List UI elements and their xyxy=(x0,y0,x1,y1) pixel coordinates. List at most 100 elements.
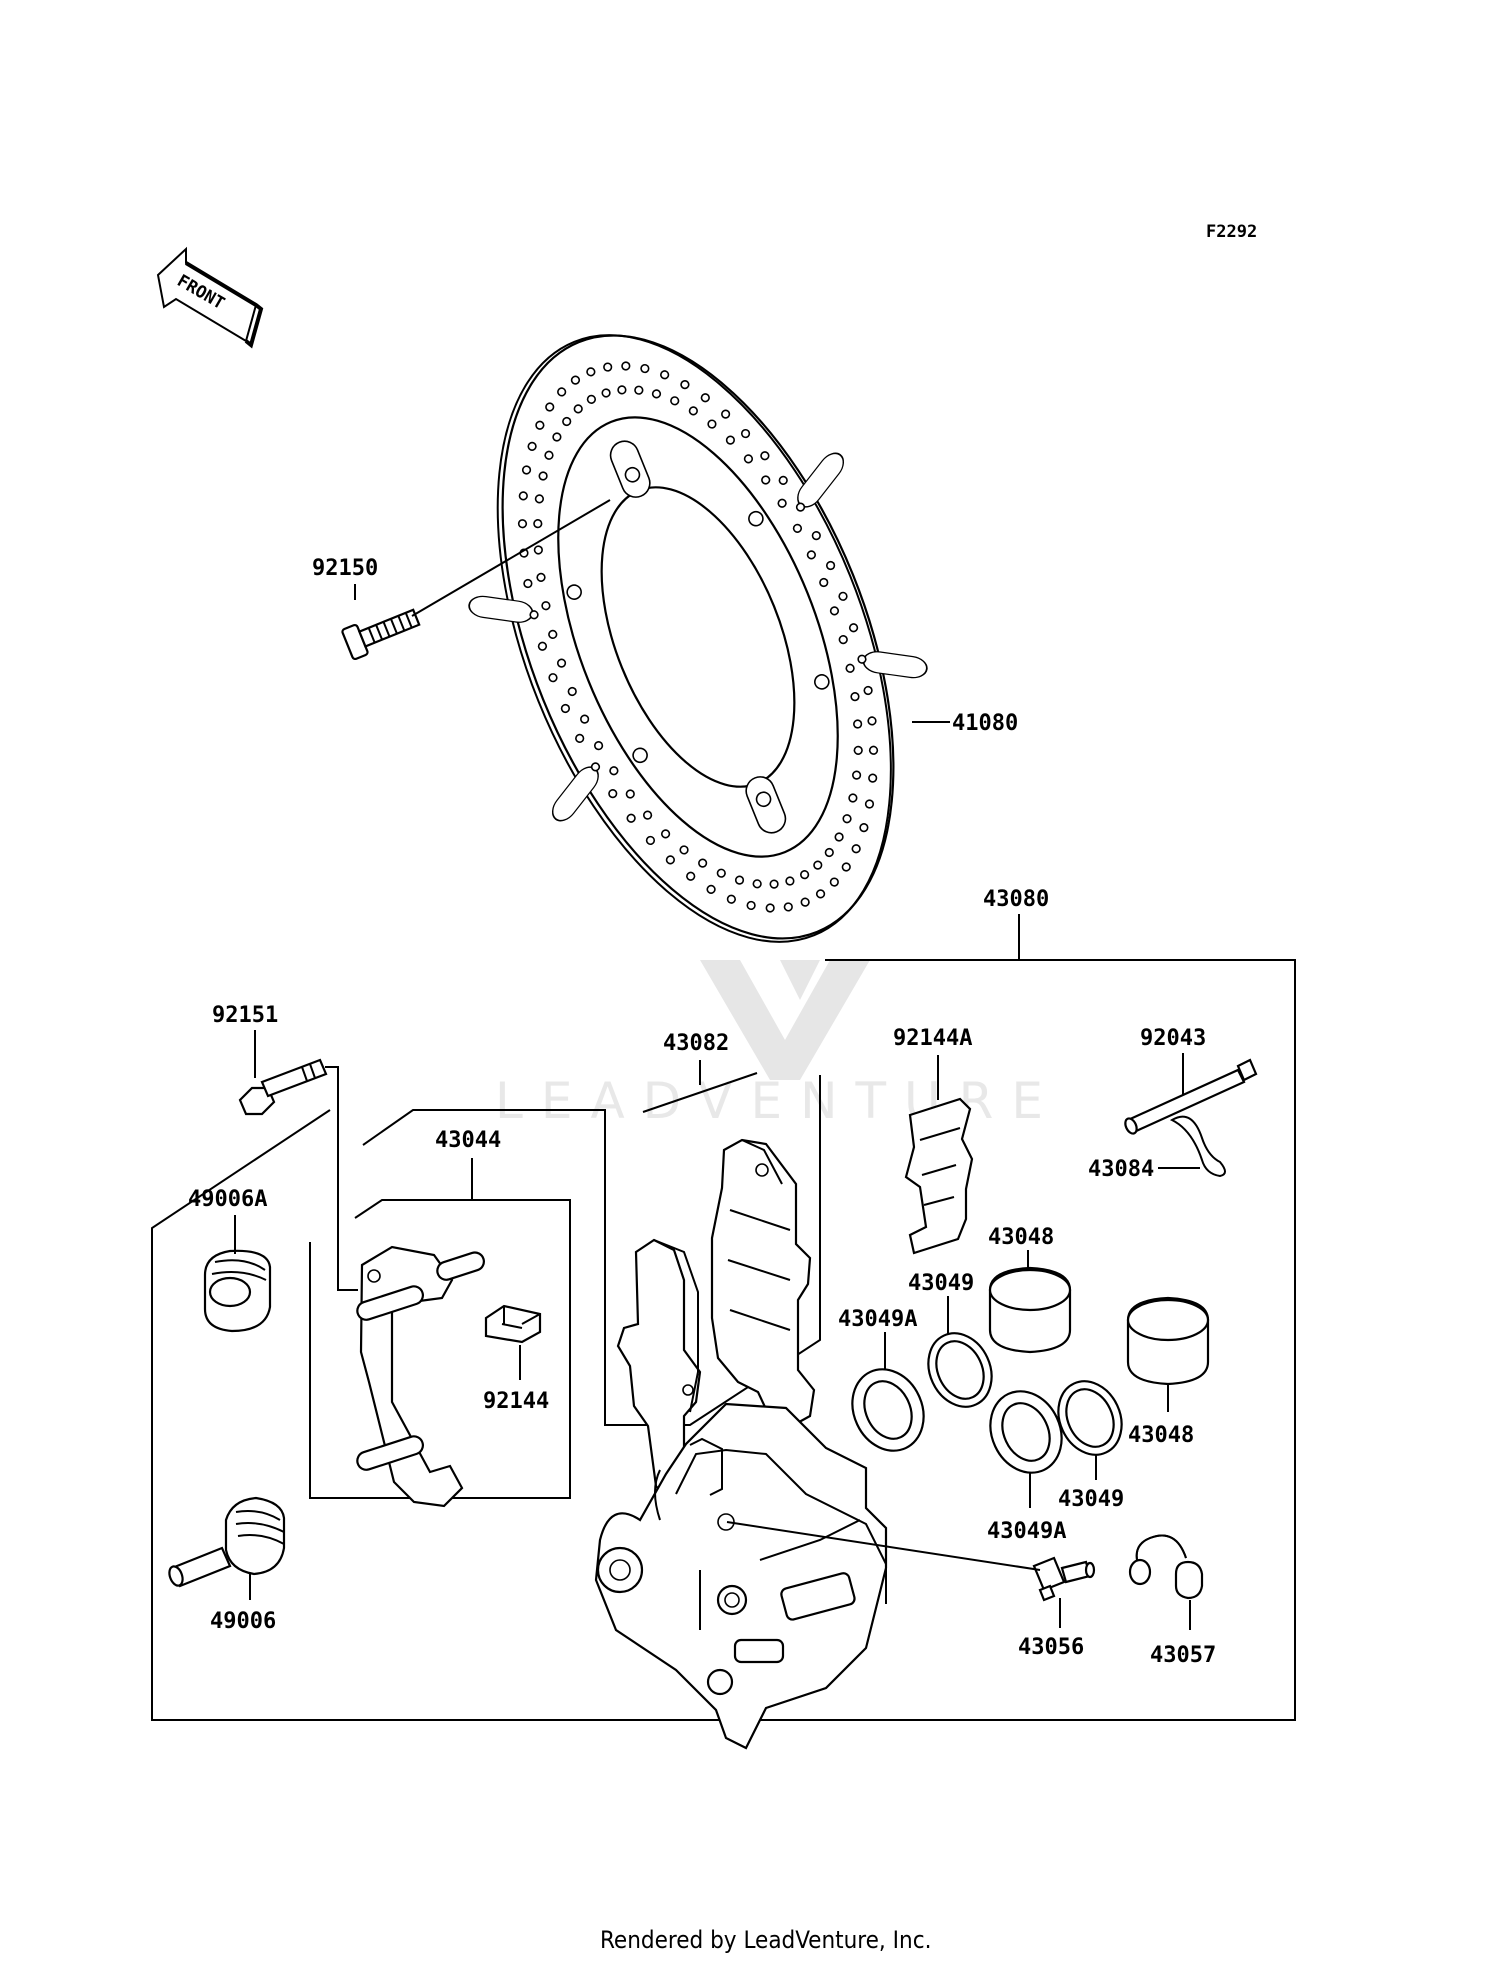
vent-hole xyxy=(740,428,751,439)
boot-49006 xyxy=(168,1496,286,1588)
vent-hole xyxy=(688,406,698,416)
vent-hole xyxy=(645,835,656,846)
vent-hole xyxy=(541,601,551,611)
label-43082: 43082 xyxy=(663,1031,729,1056)
label-43049A-a: 43049A xyxy=(838,1307,917,1332)
vent-hole xyxy=(603,362,613,372)
vent-hole xyxy=(700,393,710,403)
vent-hole xyxy=(838,634,848,645)
vent-hole xyxy=(868,745,879,755)
vent-hole xyxy=(534,494,545,504)
vent-hole xyxy=(778,475,788,485)
vent-hole xyxy=(848,623,859,633)
vent-hole xyxy=(868,773,878,783)
vent-hole xyxy=(819,577,829,588)
label-92151: 92151 xyxy=(212,1003,278,1028)
vent-hole xyxy=(536,572,546,582)
vent-hole xyxy=(853,745,863,755)
vent-hole xyxy=(617,385,627,395)
vent-hole xyxy=(529,610,539,620)
vent-hole xyxy=(621,361,631,371)
vent-hole xyxy=(743,454,754,464)
vent-hole xyxy=(761,475,771,485)
label-92144A: 92144A xyxy=(893,1026,972,1051)
vent-hole xyxy=(825,560,836,571)
vent-hole xyxy=(660,370,670,380)
vent-hole xyxy=(548,629,558,640)
r-clip-43084 xyxy=(1169,1115,1226,1178)
vent-hole xyxy=(806,550,816,560)
vent-hole xyxy=(575,733,585,744)
vent-hole xyxy=(838,591,848,601)
pad-pin-92043 xyxy=(1124,1058,1258,1135)
vent-hole xyxy=(651,389,662,399)
vent-hole xyxy=(859,823,869,833)
vent-hole xyxy=(706,884,716,894)
vent-hole xyxy=(521,465,532,475)
vent-hole xyxy=(815,889,826,899)
vent-hole xyxy=(863,685,873,696)
vent-hole xyxy=(726,894,736,904)
vent-hole xyxy=(841,862,851,872)
footer-credit: Rendered by LeadVenture, Inc. xyxy=(600,1926,931,1954)
label-92043: 92043 xyxy=(1140,1026,1206,1051)
vent-hole xyxy=(686,871,696,881)
vent-hole xyxy=(523,578,533,589)
clip-92144 xyxy=(484,1304,542,1344)
vent-hole xyxy=(752,879,762,889)
vent-hole xyxy=(857,654,867,664)
vent-hole xyxy=(783,902,793,912)
vent-hole xyxy=(811,530,821,541)
vent-hole xyxy=(573,404,583,414)
brake-pad-inner xyxy=(616,1238,702,1508)
vent-hole xyxy=(829,606,840,616)
vent-hole xyxy=(760,451,770,461)
vent-hole xyxy=(567,686,577,697)
vent-hole xyxy=(829,877,839,887)
vent-hole xyxy=(609,766,619,776)
label-43080: 43080 xyxy=(983,887,1049,912)
vent-hole xyxy=(517,519,528,529)
vent-hole xyxy=(544,450,554,460)
vent-hole xyxy=(665,855,675,865)
brake-pad-outer xyxy=(710,1138,816,1428)
vent-hole xyxy=(864,799,875,809)
vent-hole xyxy=(590,762,601,772)
vent-hole xyxy=(734,875,745,885)
label-43056: 43056 xyxy=(1018,1635,1084,1660)
caliper-body xyxy=(594,1402,888,1750)
bolt-92151 xyxy=(238,1058,328,1116)
piston-43048-a xyxy=(988,1266,1072,1354)
vent-hole xyxy=(518,491,528,501)
dust-seal-43049A-b xyxy=(989,1390,1063,1474)
vent-hole xyxy=(853,719,863,729)
vent-hole xyxy=(725,435,736,445)
vent-hole xyxy=(580,714,590,724)
label-49006: 49006 xyxy=(210,1609,276,1634)
vent-hole xyxy=(560,703,571,714)
label-43048-b: 43048 xyxy=(1128,1423,1194,1448)
vent-hole xyxy=(834,832,844,842)
vent-hole xyxy=(721,409,731,419)
label-43049A-b: 43049A xyxy=(987,1519,1066,1544)
caliper-bracket xyxy=(356,1245,485,1508)
vent-hole xyxy=(570,375,581,385)
vent-hole xyxy=(586,367,596,377)
vent-hole xyxy=(548,673,558,683)
bleeder-valve-43056 xyxy=(1032,1556,1096,1602)
vent-hole xyxy=(670,396,680,406)
label-43049-b: 43049 xyxy=(1058,1487,1124,1512)
vent-hole xyxy=(799,870,810,880)
vent-hole xyxy=(660,829,671,839)
vent-hole xyxy=(746,900,756,911)
vent-hole xyxy=(795,502,806,512)
vent-hole xyxy=(680,380,690,390)
brake-disc-41080 xyxy=(468,334,928,943)
vent-hole xyxy=(552,432,562,442)
vent-hole xyxy=(850,692,860,702)
vent-hole xyxy=(842,814,852,824)
label-43057: 43057 xyxy=(1150,1643,1216,1668)
vent-hole xyxy=(813,860,823,870)
vent-hole xyxy=(608,789,618,799)
